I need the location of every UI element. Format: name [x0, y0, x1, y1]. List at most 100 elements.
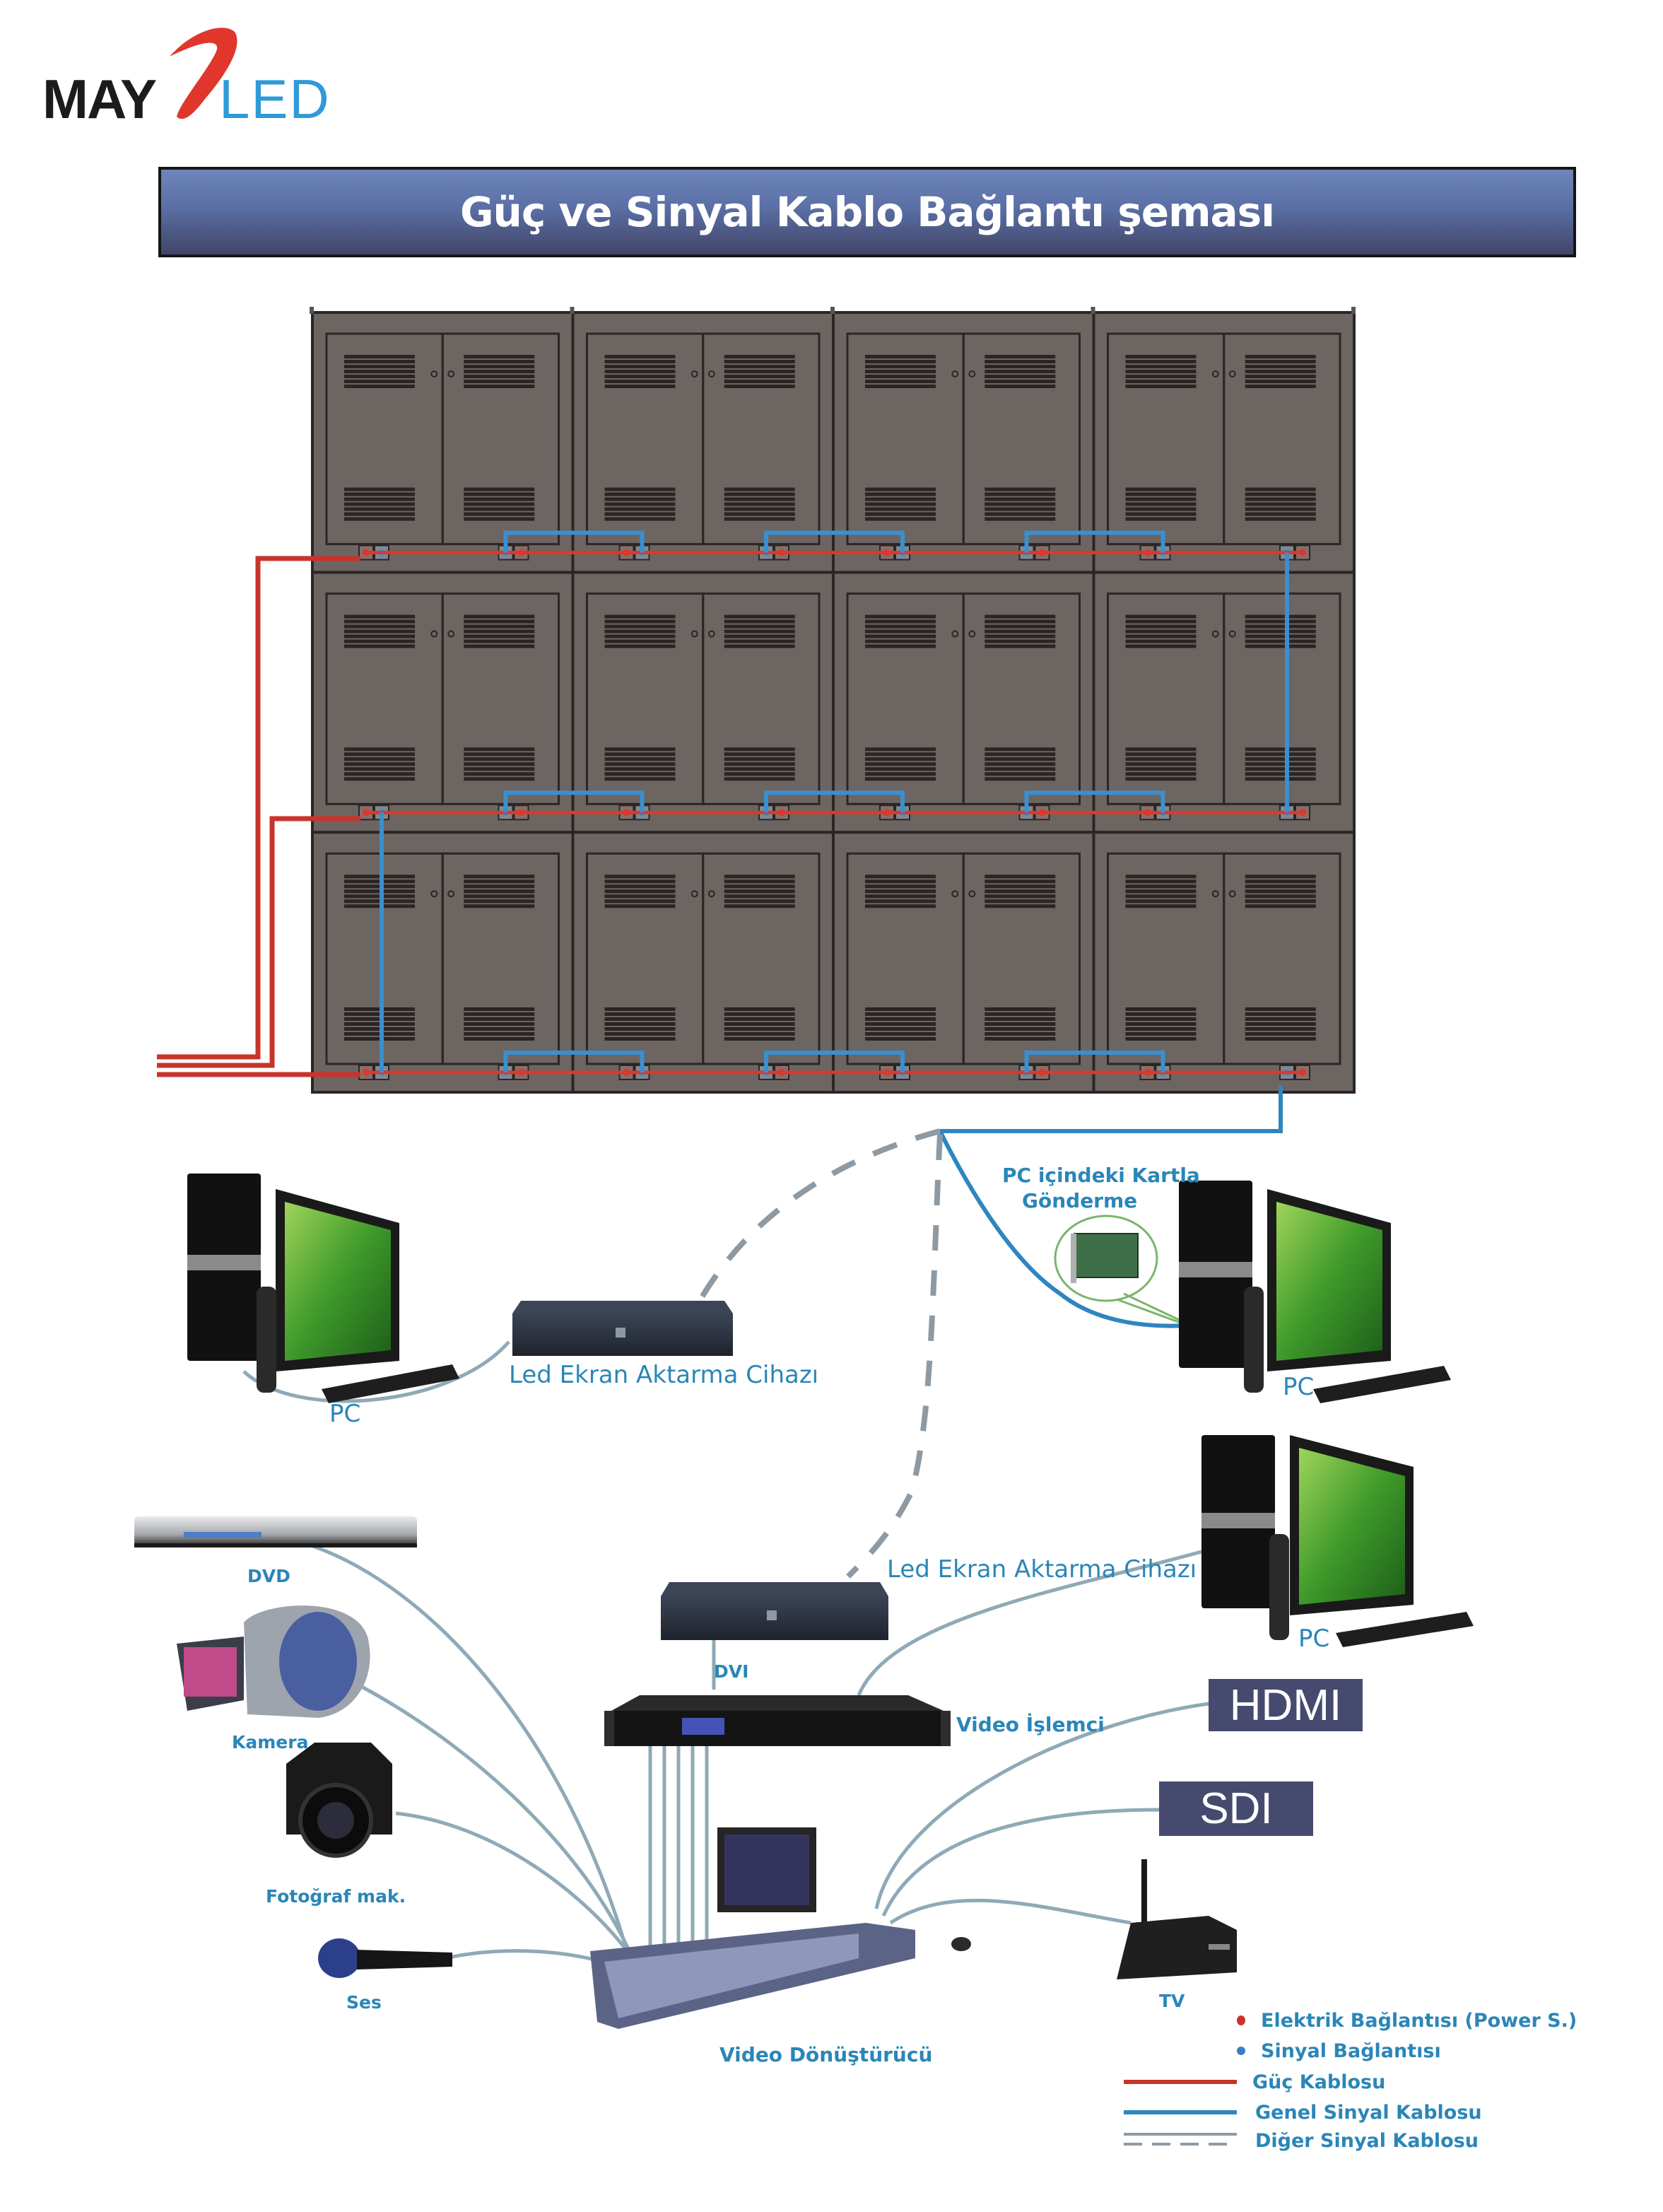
vent-slat — [604, 355, 676, 358]
vent-slat — [865, 517, 936, 521]
vent-slat — [865, 507, 936, 511]
vent-slat — [865, 1037, 936, 1041]
door-knob — [691, 890, 698, 898]
video-switcher-label: Video Dönüştürücü — [719, 2043, 933, 2066]
vent-slat — [464, 492, 535, 496]
door-knob — [1211, 890, 1219, 898]
door-knob — [1211, 630, 1219, 638]
vent-slat — [865, 899, 936, 903]
vent-slat — [724, 614, 795, 619]
vent-slat — [724, 884, 795, 889]
vent-slat — [344, 777, 415, 781]
vent-slat — [865, 1027, 936, 1031]
cabinet-door-right — [1223, 332, 1341, 546]
vent-slat — [1125, 777, 1197, 781]
door-knob — [691, 370, 698, 378]
cabinet-door-right — [702, 592, 821, 805]
vent-slat — [1245, 624, 1316, 628]
vent-slat — [464, 644, 535, 648]
vent-slat — [985, 889, 1056, 894]
vent-slat — [865, 1012, 936, 1016]
pc-left-icon — [187, 1174, 459, 1403]
vent-slat — [464, 360, 535, 363]
vent-slat — [985, 767, 1056, 771]
vent-slat — [604, 639, 676, 643]
vent-slat — [1245, 1012, 1316, 1016]
vent-slat — [464, 772, 535, 776]
vent-slat — [604, 1007, 676, 1011]
vent-slat — [1245, 644, 1316, 648]
vent-slat — [464, 487, 535, 491]
vent-slat — [1245, 370, 1316, 373]
door-knob — [1211, 370, 1219, 378]
vent-slat — [604, 624, 676, 628]
vent-slat — [1245, 619, 1316, 624]
vent-slat — [865, 487, 936, 491]
vent-slat — [1125, 767, 1197, 771]
logo-text-may: MAY — [42, 68, 157, 130]
vent-slat — [985, 757, 1056, 761]
vent-slat — [1245, 375, 1316, 378]
vent-slat — [464, 762, 535, 766]
vent-slat — [344, 517, 415, 521]
door-knob — [968, 630, 976, 638]
signal-jumper — [764, 1051, 905, 1072]
vent-slat — [724, 385, 795, 388]
vent-slat — [985, 777, 1056, 781]
vent-slat — [1125, 884, 1197, 889]
vent-slat — [724, 1032, 795, 1036]
title-banner: Güç ve Sinyal Kablo Bağlantı şeması — [158, 167, 1576, 257]
vent-slat — [724, 894, 795, 899]
sender-box-mid-label: Led Ekran Aktarma Cihazı — [887, 1555, 1197, 1584]
vent-slat — [985, 874, 1056, 879]
legend-item-other-cable: Diğer Sinyal Kablosu — [1124, 2128, 1479, 2153]
vent-slat — [1125, 899, 1197, 903]
vent-slat — [724, 517, 795, 521]
vent-slat — [985, 772, 1056, 776]
vent-slat — [865, 884, 936, 889]
vent-slat — [724, 639, 795, 643]
vent-slat — [724, 1037, 795, 1041]
vent-slat — [985, 355, 1056, 358]
pc-left-label: PC — [329, 1400, 361, 1428]
vent-slat — [985, 492, 1056, 496]
vent-slat — [1125, 762, 1197, 766]
signal-jumper — [503, 1051, 645, 1072]
door-knob — [430, 630, 438, 638]
vent-slat — [464, 385, 535, 388]
vent-slat — [1245, 899, 1316, 903]
vent-slat — [344, 747, 415, 751]
sender-box-mid-icon — [661, 1582, 888, 1640]
vent-slat — [985, 512, 1056, 516]
vent-slat — [1125, 497, 1197, 501]
vent-slat — [985, 894, 1056, 899]
vent-slat — [1245, 385, 1316, 388]
cabinet-door-right — [962, 852, 1081, 1065]
vent-slat — [344, 772, 415, 776]
vent-slat — [985, 517, 1056, 521]
vent-slat — [464, 355, 535, 358]
vent-slat — [604, 492, 676, 496]
vent-slat — [464, 507, 535, 511]
vent-slat — [985, 752, 1056, 756]
red-line-icon — [1124, 2080, 1237, 2084]
vent-slat — [724, 1017, 795, 1021]
vent-slat — [724, 360, 795, 363]
vent-slat — [865, 747, 936, 751]
door-knob — [691, 630, 698, 638]
sdi-tag: SDI — [1159, 1781, 1313, 1836]
vent-slat — [604, 614, 676, 619]
sender-box-top-label: Led Ekran Aktarma Cihazı — [509, 1361, 819, 1389]
dvd-label: DVD — [247, 1566, 290, 1586]
dashed-cables — [697, 1128, 943, 1579]
vent-slat — [604, 1017, 676, 1021]
grey-dashed-line-icon — [1124, 2133, 1237, 2148]
pc-right-mid-label: PC — [1298, 1625, 1330, 1653]
vent-slat — [464, 502, 535, 506]
vent-slat — [865, 360, 936, 363]
vent-slat — [604, 360, 676, 363]
vent-slat — [1125, 512, 1197, 516]
vent-slat — [724, 365, 795, 368]
vent-slat — [865, 619, 936, 624]
vent-slat — [464, 1017, 535, 1021]
